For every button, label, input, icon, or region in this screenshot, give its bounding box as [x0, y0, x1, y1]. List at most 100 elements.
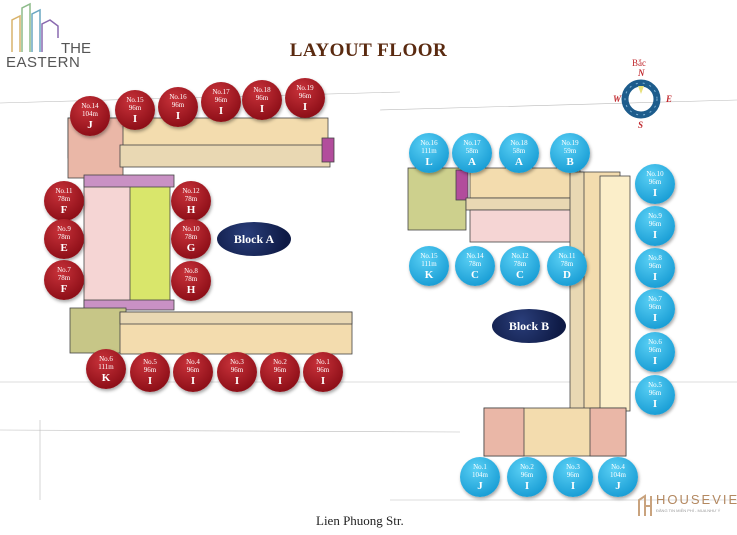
- unit-number: No.12: [511, 251, 529, 260]
- unit-type: E: [60, 241, 68, 254]
- unit-type: D: [563, 268, 571, 281]
- unit-number: No.10: [646, 169, 664, 178]
- page-title: LAYOUT FLOOR: [289, 40, 448, 61]
- unit-number: No.3: [230, 357, 244, 366]
- unit-number: No.2: [520, 462, 534, 471]
- unit-area: 78m: [57, 273, 71, 282]
- unit-type: I: [524, 479, 530, 492]
- unit-number: No.1: [473, 462, 487, 471]
- unit-number: No.16: [169, 92, 187, 101]
- unit-type: I: [320, 374, 326, 387]
- the-eastern-logo: THE EASTERN: [4, 2, 104, 71]
- unit-type: I: [147, 374, 153, 387]
- unit-area: 111m: [421, 146, 437, 155]
- unit-number: No.19: [296, 83, 314, 92]
- compass-s: S: [638, 120, 644, 130]
- unit-type: I: [652, 186, 658, 199]
- building-logo-icon: [11, 2, 59, 52]
- unit-number: No.7: [648, 294, 662, 303]
- unit-area: 96m: [255, 93, 269, 102]
- unit-number: No.15: [126, 95, 144, 104]
- unit-number: No.8: [184, 266, 198, 275]
- unit-area: 78m: [184, 232, 198, 241]
- unit-type: H: [186, 283, 196, 296]
- unit-type: I: [259, 102, 265, 115]
- unit-area: 96m: [520, 470, 534, 479]
- unit-type: I: [175, 109, 181, 122]
- unit-area: 111m: [421, 259, 437, 268]
- unit-number: No.3: [566, 462, 580, 471]
- unit-type: I: [652, 228, 658, 241]
- unit-type: I: [132, 112, 138, 125]
- unit-number: No.18: [510, 138, 528, 147]
- unit-area: 104m: [82, 109, 98, 118]
- unit-area: 96m: [273, 365, 287, 374]
- unit-number: No.4: [611, 462, 625, 471]
- unit-type: A: [515, 155, 523, 168]
- compass-e: E: [666, 94, 673, 104]
- unit-number: No.7: [57, 265, 71, 274]
- unit-type: C: [471, 268, 479, 281]
- unit-number: No.15: [420, 251, 438, 260]
- logo-text-the: THE: [61, 40, 91, 57]
- block-a-label: Block A: [217, 222, 291, 256]
- unit-type: I: [302, 100, 308, 113]
- unit-area: 78m: [57, 232, 71, 241]
- unit-type: K: [101, 371, 111, 384]
- unit-area: 96m: [298, 91, 312, 100]
- street-name: Lien Phuong Str.: [316, 513, 404, 528]
- block-b-plan: [407, 167, 631, 457]
- watermark-tagline: ĐĂNG TIN MIỄN PHÍ - MUA NHƯ Ý: [656, 508, 721, 513]
- unit-number: No.8: [648, 253, 662, 262]
- unit-type: J: [615, 479, 621, 492]
- unit-area: 96m: [648, 388, 662, 397]
- unit-number: No.2: [273, 357, 287, 366]
- unit-type: F: [60, 282, 68, 295]
- unit-area: 111m: [98, 362, 114, 371]
- unit-number: No.17: [463, 138, 481, 147]
- unit-area: 78m: [513, 259, 527, 268]
- unit-area: 96m: [566, 470, 580, 479]
- unit-type: I: [570, 479, 576, 492]
- unit-number: No.11: [558, 251, 576, 260]
- unit-number: No.1: [316, 357, 330, 366]
- unit-area: 58m: [465, 146, 479, 155]
- unit-type: F: [60, 203, 68, 216]
- unit-area: 96m: [128, 103, 142, 112]
- unit-number: No.10: [182, 224, 200, 233]
- unit-area: 104m: [610, 470, 626, 479]
- unit-type: C: [516, 268, 524, 281]
- unit-number: No.6: [648, 337, 662, 346]
- block-a-plan: [67, 117, 353, 355]
- unit-area: 78m: [57, 194, 71, 203]
- unit-number: No.19: [561, 138, 579, 147]
- unit-area: 58m: [512, 146, 526, 155]
- watermark-name: HOUSEVIET: [656, 492, 737, 507]
- unit-type: B: [566, 155, 574, 168]
